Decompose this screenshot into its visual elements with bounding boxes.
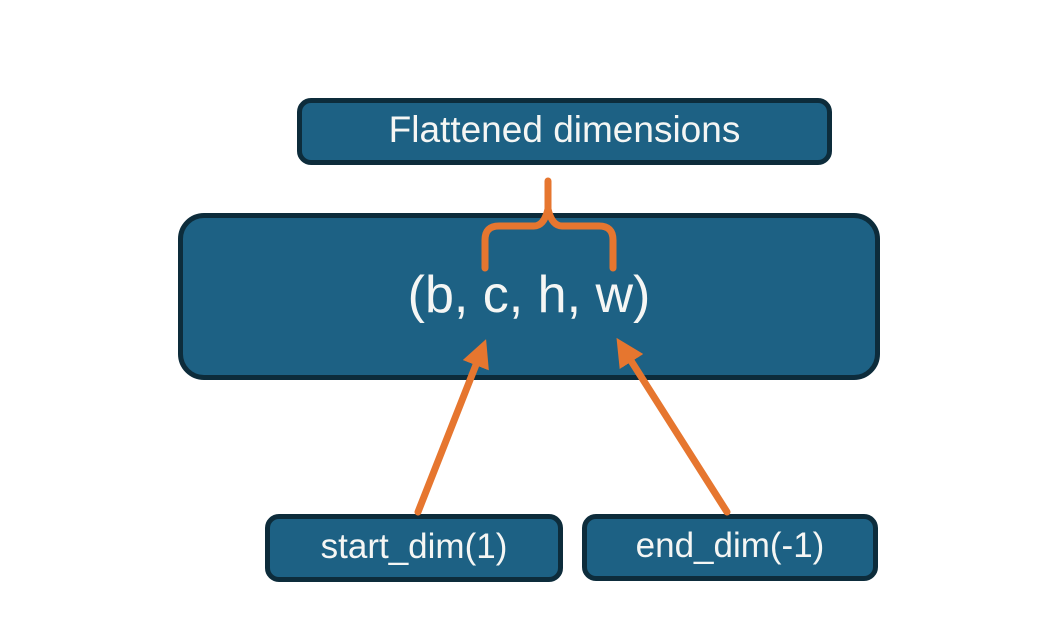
flattened-dimensions-box: Flattened dimensions	[297, 98, 832, 165]
end-dim-label: end_dim(-1)	[635, 526, 825, 565]
start-dim-box: start_dim(1)	[265, 514, 563, 582]
tensor-shape-box: (b, c, h, w)	[178, 213, 880, 380]
tensor-shape-label: (b, c, h, w)	[407, 265, 651, 324]
end-dim-box: end_dim(-1)	[582, 514, 878, 581]
start-dim-label: start_dim(1)	[320, 526, 508, 566]
flattened-dimensions-label: Flattened dimensions	[388, 109, 741, 150]
